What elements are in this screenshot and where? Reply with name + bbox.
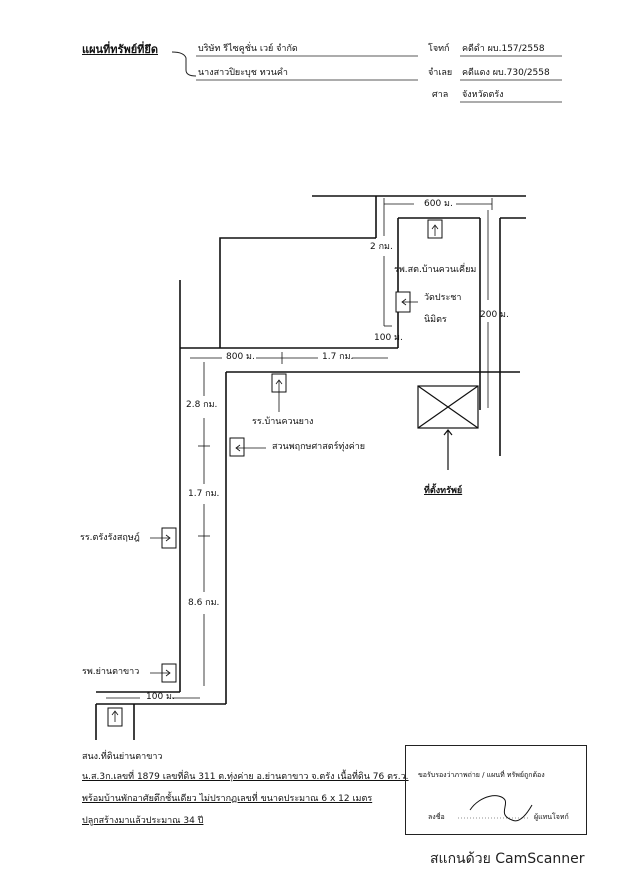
dist-600m: 600 ม. bbox=[424, 199, 453, 209]
defendant-name: นางสาวปิยะบุช ทวนคำ bbox=[198, 68, 288, 78]
dist-1-7km-mid: 1.7 กม. bbox=[188, 489, 220, 499]
label-property-site: ที่ตั้งทรัพย์ bbox=[424, 486, 463, 496]
document-title: แผนที่ทรัพย์ที่ยึด bbox=[82, 43, 159, 56]
defendant-case: คดีแดง ผบ.730/2558 bbox=[462, 68, 550, 78]
label-botanical-garden: สวนพฤกษศาสตร์ทุ่งค่าย bbox=[272, 442, 366, 452]
deed-details: น.ส.3ก.เลขที่ 1879 เลขที่ดิน 311 ต.ทุ่งค… bbox=[82, 772, 409, 782]
scanner-watermark: สแกนด้วย CamScanner bbox=[430, 851, 585, 867]
land-office: สนง.ที่ดินย่านตาขาว bbox=[82, 752, 163, 762]
plaintiff-case: คดีดำ ผบ.157/2558 bbox=[462, 44, 545, 54]
label-school-trang: รร.ตรังรังสฤษฎ์ bbox=[80, 533, 140, 543]
dist-200m: 200 ม. bbox=[480, 310, 509, 320]
dist-800m: 800 ม. bbox=[226, 352, 255, 362]
certification-box: ขอรับรองว่าภาพถ่าย / แผนที่ ทรัพย์ถูกต้อ… bbox=[405, 745, 587, 835]
dist-2-8km: 2.8 กม. bbox=[186, 400, 218, 410]
building-details: พร้อมบ้านพักอาศัยตึกชั้นเดียว ไม่ปรากฏเล… bbox=[82, 794, 373, 804]
building-age: ปลูกสร้างมาแล้วประมาณ 34 ปี bbox=[82, 816, 204, 826]
defendant-label: จำเลย bbox=[428, 68, 453, 78]
court-label: ศาล bbox=[432, 90, 449, 100]
dist-100m-top: 100 ม. bbox=[374, 333, 403, 343]
label-school-kuan-yang: รร.บ้านควนยาง bbox=[252, 417, 314, 427]
certification-statement: ขอรับรองว่าภาพถ่าย / แผนที่ ทรัพย์ถูกต้อ… bbox=[418, 771, 545, 779]
plaintiff-label: โจทก์ bbox=[428, 44, 450, 54]
label-hospital-kuan-khiam: รพ.สต.บ้านควนเคี่ยม bbox=[394, 265, 477, 275]
court-name: จังหวัดตรัง bbox=[462, 90, 504, 100]
plaintiff-name: บริษัท รีไซคูชั่น เวย์ จำกัด bbox=[198, 44, 298, 54]
signature-label: ลงชื่อ bbox=[428, 813, 445, 821]
dist-100m-bottom: 100 ม. bbox=[146, 692, 175, 702]
dist-2km: 2 กม. bbox=[370, 242, 393, 252]
label-temple: วัดประชานิมิตร bbox=[424, 293, 462, 325]
signer-role: ผู้แทนโจทก์ bbox=[534, 813, 569, 821]
dist-1-7km-top: 1.7 กม. bbox=[322, 352, 354, 362]
dist-8-6km: 8.6 กม. bbox=[188, 598, 220, 608]
label-hospital-yan-ta-khao: รพ.ย่านตาขาว bbox=[82, 667, 140, 677]
